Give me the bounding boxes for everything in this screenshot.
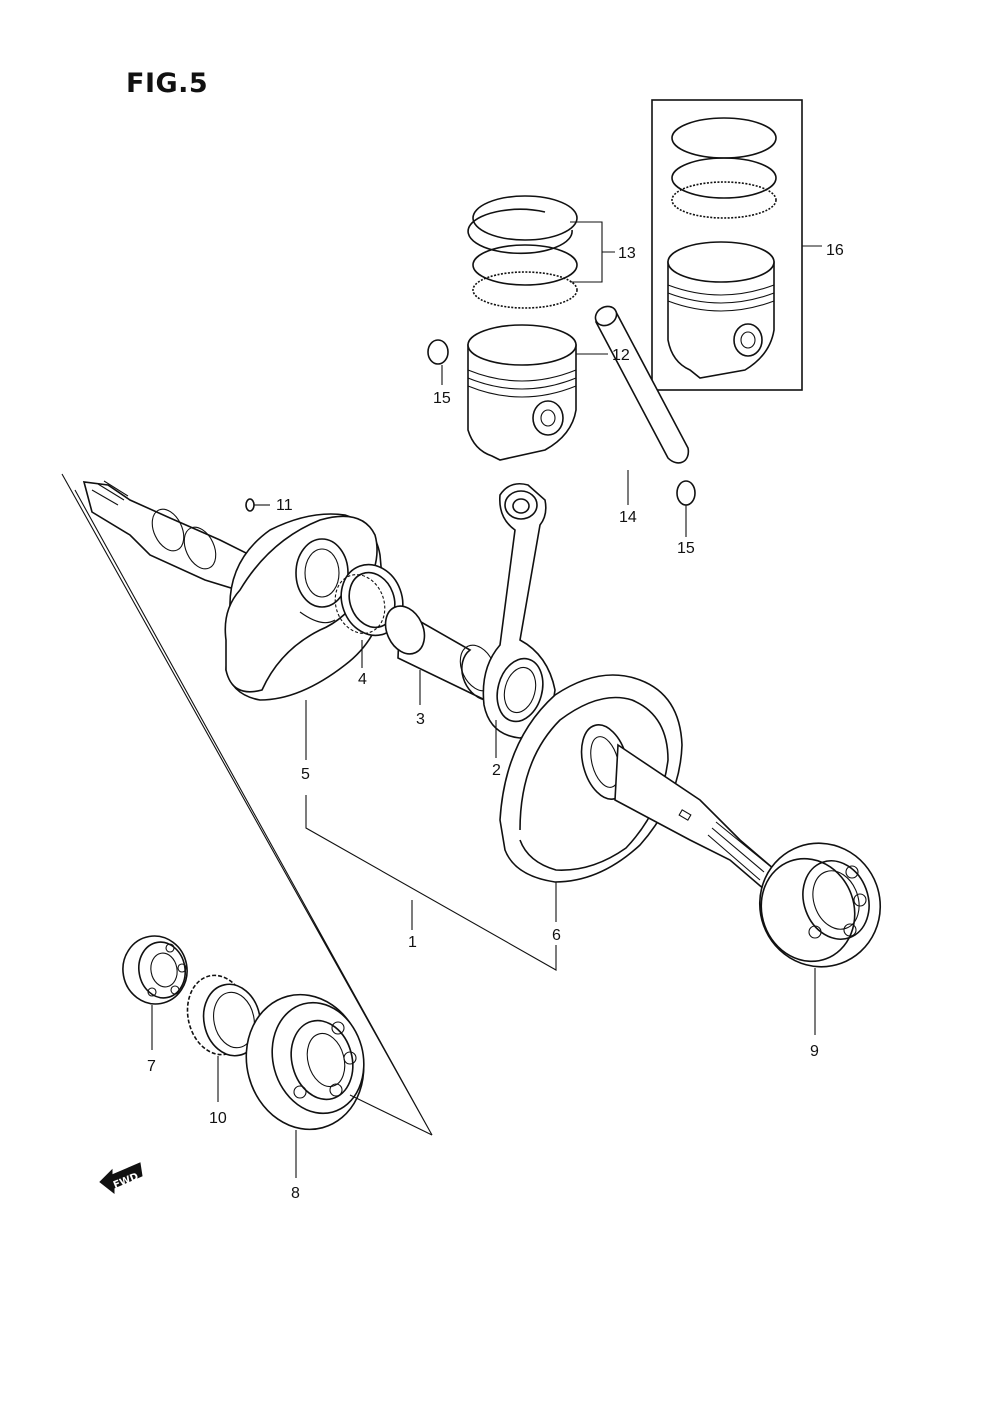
woodruff-key bbox=[245, 498, 255, 512]
piston bbox=[467, 324, 577, 461]
piston-set-box bbox=[651, 99, 803, 391]
callout-15-top: 15 bbox=[433, 390, 451, 407]
callout-6: 6 bbox=[552, 927, 561, 944]
bearing-large-left bbox=[245, 993, 433, 1136]
crank-pin bbox=[384, 605, 497, 701]
callout-10: 10 bbox=[209, 1110, 227, 1127]
callout-1: 1 bbox=[408, 934, 417, 951]
crankshaft-web-left bbox=[224, 513, 385, 701]
timing-gear bbox=[186, 974, 262, 1057]
piston-rings bbox=[467, 195, 578, 309]
callout-14: 14 bbox=[619, 509, 637, 526]
callout-15-right: 15 bbox=[677, 540, 695, 557]
callout-8: 8 bbox=[291, 1185, 300, 1202]
callout-4: 4 bbox=[358, 671, 367, 688]
callout-5: 5 bbox=[301, 766, 310, 783]
callout-2: 2 bbox=[492, 762, 501, 779]
leader-1-bracket bbox=[305, 795, 557, 971]
callout-12: 12 bbox=[612, 347, 630, 364]
bearing-small-left bbox=[122, 935, 188, 1005]
piston-pin bbox=[594, 305, 690, 464]
piston-pin-circlip-left bbox=[427, 339, 449, 365]
callout-3: 3 bbox=[416, 711, 425, 728]
connecting-rod bbox=[482, 482, 556, 739]
figure-title: FIG.5 bbox=[126, 68, 209, 99]
piston-pin-circlip-right bbox=[676, 480, 696, 506]
piston-rings-set-box bbox=[671, 117, 777, 219]
piston-set-box-piston bbox=[667, 241, 775, 379]
callout-11: 11 bbox=[276, 497, 293, 514]
callout-13: 13 bbox=[618, 245, 636, 262]
callout-9: 9 bbox=[810, 1043, 819, 1060]
callout-7: 7 bbox=[147, 1058, 156, 1075]
bearing-right bbox=[758, 842, 882, 968]
callout-16: 16 bbox=[826, 242, 844, 259]
leader-13 bbox=[570, 221, 615, 283]
fwd-arrow-icon: FWD bbox=[99, 1162, 143, 1195]
